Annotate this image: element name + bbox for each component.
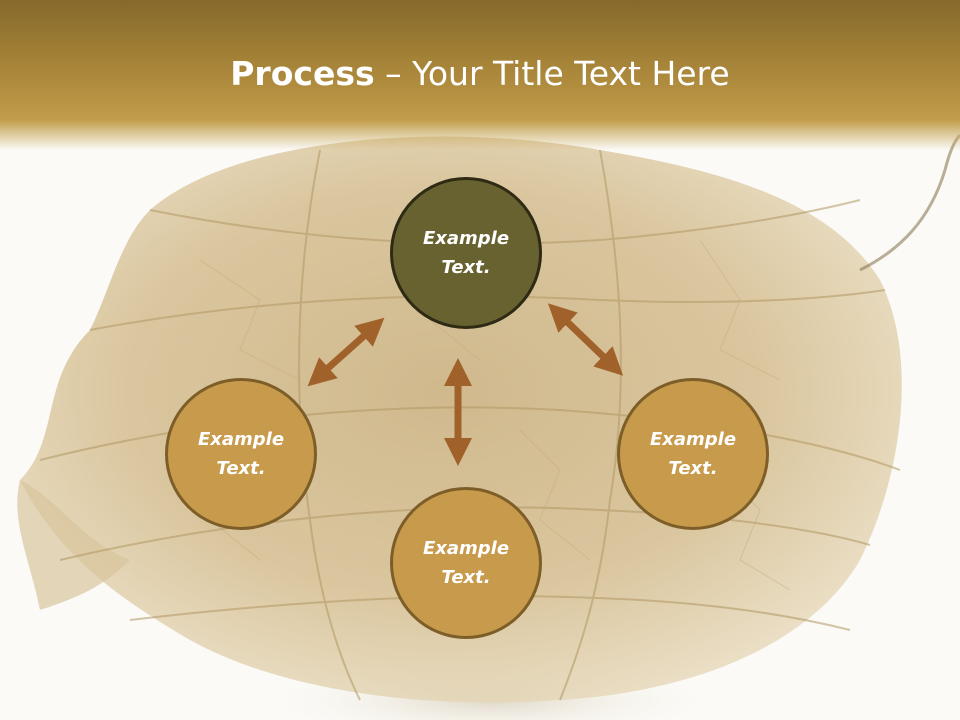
process-node-top[interactable]: Example Text. — [390, 177, 542, 329]
process-node-right[interactable]: Example Text. — [617, 378, 769, 530]
node-label: Example Text. — [181, 425, 301, 483]
node-label-line1: Example — [422, 228, 510, 249]
title-bold-part: Process — [230, 54, 375, 93]
node-label-line2: Text. — [216, 458, 266, 479]
arrow-top-right — [547, 303, 624, 376]
node-label-line2: Text. — [668, 458, 718, 479]
slide-title[interactable]: Process – Your Title Text Here — [0, 52, 960, 96]
node-label: Example Text. — [406, 534, 526, 592]
process-node-bottom[interactable]: Example Text. — [390, 487, 542, 639]
node-label: Example Text. — [406, 224, 526, 282]
node-label-line2: Text. — [441, 257, 491, 278]
title-text: Your Title Text Here — [412, 54, 730, 93]
node-label-line1: Example — [422, 538, 510, 559]
process-node-left[interactable]: Example Text. — [165, 378, 317, 530]
node-label-line1: Example — [649, 429, 737, 450]
arrow-top-left — [307, 317, 385, 387]
node-label: Example Text. — [633, 425, 753, 483]
title-band — [0, 0, 960, 150]
node-label-line2: Text. — [441, 567, 491, 588]
title-separator: – — [374, 54, 413, 93]
node-label-line1: Example — [197, 429, 285, 450]
